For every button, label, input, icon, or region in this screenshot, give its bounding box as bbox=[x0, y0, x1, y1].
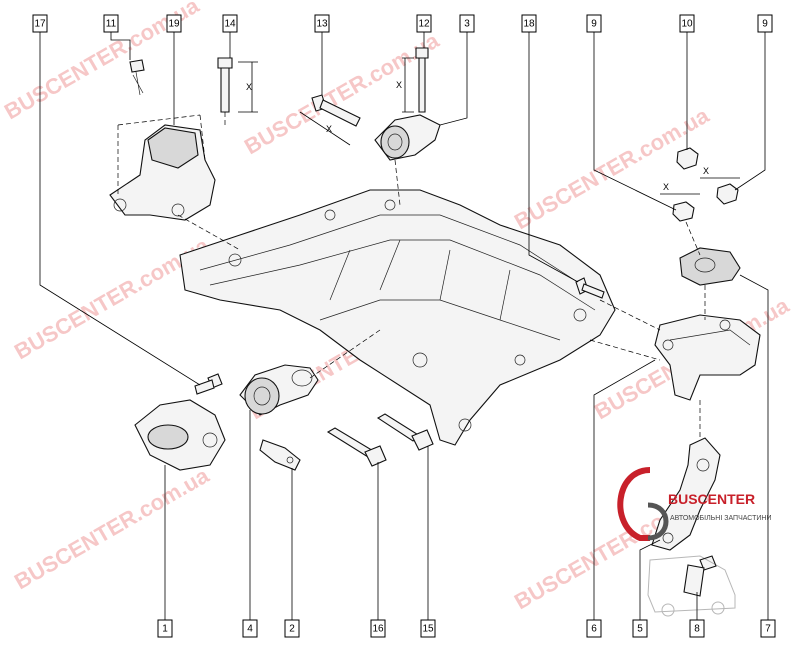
dimension-x-13: X bbox=[326, 124, 332, 134]
dimension-x-9b: X bbox=[703, 166, 709, 176]
watermark-7: BUSCENTER.com.ua bbox=[10, 462, 214, 594]
torque-rod-upper: X bbox=[374, 47, 441, 161]
svg-text:16: 16 bbox=[372, 624, 384, 635]
svg-text:6: 6 bbox=[591, 624, 597, 635]
right-gearbox-mount bbox=[654, 247, 761, 401]
callout-7: 7 bbox=[760, 619, 776, 638]
svg-text:18: 18 bbox=[523, 19, 535, 30]
svg-text:14: 14 bbox=[224, 19, 236, 30]
svg-text:8: 8 bbox=[694, 624, 700, 635]
svg-text:9: 9 bbox=[762, 19, 768, 30]
bolt-11 bbox=[129, 59, 145, 96]
svg-text:11: 11 bbox=[106, 19, 117, 30]
watermark-4: BUSCENTER.com.ua bbox=[10, 232, 214, 364]
nuts-upper-right: X X bbox=[660, 147, 740, 222]
svg-text:3: 3 bbox=[464, 19, 470, 30]
bolt-17 bbox=[194, 373, 223, 395]
bolt-15 bbox=[376, 413, 434, 451]
callout-8: 8 bbox=[689, 619, 705, 638]
bolt-18 bbox=[575, 277, 605, 299]
callout-16: 16 bbox=[370, 619, 386, 638]
small-bracket bbox=[259, 439, 301, 471]
callout-2: 2 bbox=[284, 619, 300, 638]
callout-1: 1 bbox=[157, 619, 173, 638]
svg-text:4: 4 bbox=[247, 624, 253, 635]
callouts: 17 11 19 14 13 12 3 18 9 10 9 1 4 2 16 1… bbox=[32, 14, 776, 638]
callout-10: 10 bbox=[679, 14, 695, 33]
svg-text:10: 10 bbox=[681, 19, 693, 30]
svg-text:5: 5 bbox=[637, 624, 643, 635]
svg-text:9: 9 bbox=[591, 19, 597, 30]
alignment-lines bbox=[177, 159, 706, 440]
dimension-x-14: X bbox=[246, 82, 252, 92]
callout-6: 6 bbox=[586, 619, 602, 638]
logo-subtitle: АВТОМОБІЛЬНІ ЗАПЧАСТИНИ bbox=[670, 515, 771, 522]
callout-9b: 9 bbox=[757, 14, 773, 33]
callout-3: 3 bbox=[459, 14, 475, 33]
logo-c-icon bbox=[647, 502, 669, 541]
callout-4: 4 bbox=[242, 619, 258, 638]
callout-11: 11 bbox=[103, 14, 119, 33]
buscenter-logo: BUSCENTER АВТОМОБІЛЬНІ ЗАПЧАСТИНИ bbox=[617, 467, 771, 617]
callout-12: 12 bbox=[416, 14, 432, 33]
callout-18: 18 bbox=[521, 14, 537, 33]
van-icon bbox=[647, 555, 736, 617]
logo-title: BUSCENTER bbox=[668, 491, 755, 507]
svg-text:1: 1 bbox=[162, 624, 168, 635]
svg-text:19: 19 bbox=[168, 19, 180, 30]
lower-left-mount bbox=[134, 399, 226, 471]
svg-text:15: 15 bbox=[422, 624, 434, 635]
callout-19: 19 bbox=[166, 14, 182, 33]
upper-left-engine-mount bbox=[109, 114, 216, 221]
callout-5: 5 bbox=[632, 619, 648, 638]
svg-text:2: 2 bbox=[289, 624, 295, 635]
torque-rod-lower bbox=[239, 364, 319, 416]
svg-text:12: 12 bbox=[418, 19, 430, 30]
callout-17: 17 bbox=[32, 14, 48, 33]
callout-15: 15 bbox=[420, 619, 436, 638]
svg-text:7: 7 bbox=[765, 624, 771, 635]
subframe bbox=[179, 189, 616, 446]
logo-b-icon bbox=[617, 467, 651, 541]
lower-right-bracket bbox=[651, 437, 721, 597]
callout-9a: 9 bbox=[586, 14, 602, 33]
leader-lines bbox=[39, 32, 769, 620]
dimension-x-12: X bbox=[396, 80, 402, 90]
svg-text:17: 17 bbox=[34, 19, 46, 30]
callout-13: 13 bbox=[314, 14, 330, 33]
bolt-16 bbox=[326, 427, 387, 467]
svg-text:13: 13 bbox=[316, 19, 328, 30]
bolt-14: X bbox=[217, 57, 258, 125]
dimension-x-9a: X bbox=[663, 182, 669, 192]
bolt-13: X bbox=[299, 94, 361, 146]
callout-14: 14 bbox=[222, 14, 238, 33]
